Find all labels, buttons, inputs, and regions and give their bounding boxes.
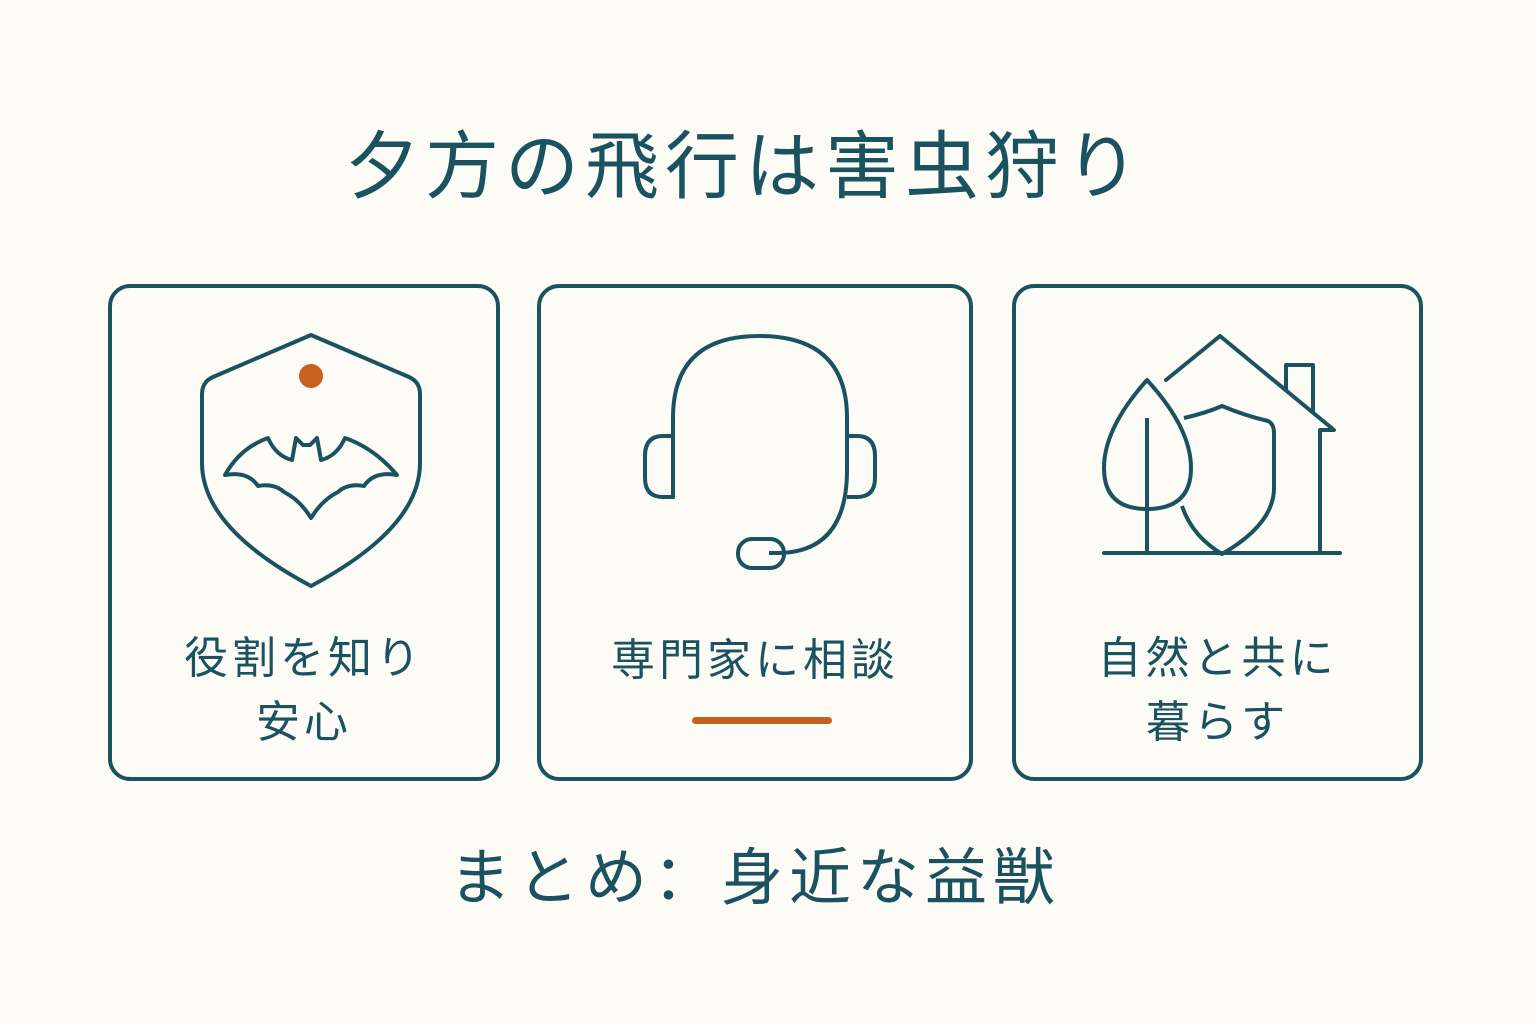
card-coexist-nature: 自然と共に 暮らす [1012, 284, 1423, 781]
card-label: 安心 [256, 697, 352, 748]
card-label: 役割を知り [184, 633, 424, 684]
card-role-knowledge: 役割を知り 安心 [108, 284, 500, 781]
card-label: 暮らす [1145, 697, 1290, 748]
headset-icon [643, 333, 877, 570]
card-label: 専門家に相談 [611, 635, 899, 686]
house-tree-shield-icon [1102, 334, 1342, 556]
bat-shield-icon [200, 333, 422, 588]
card-consult-expert: 専門家に相談 [537, 284, 973, 781]
summary-text: まとめ：身近な益獣 [448, 841, 1061, 914]
accent-underline [692, 717, 832, 724]
card-label: 自然と共に [1097, 633, 1338, 684]
page-title: 夕方の飛行は害虫狩り [345, 124, 1145, 210]
